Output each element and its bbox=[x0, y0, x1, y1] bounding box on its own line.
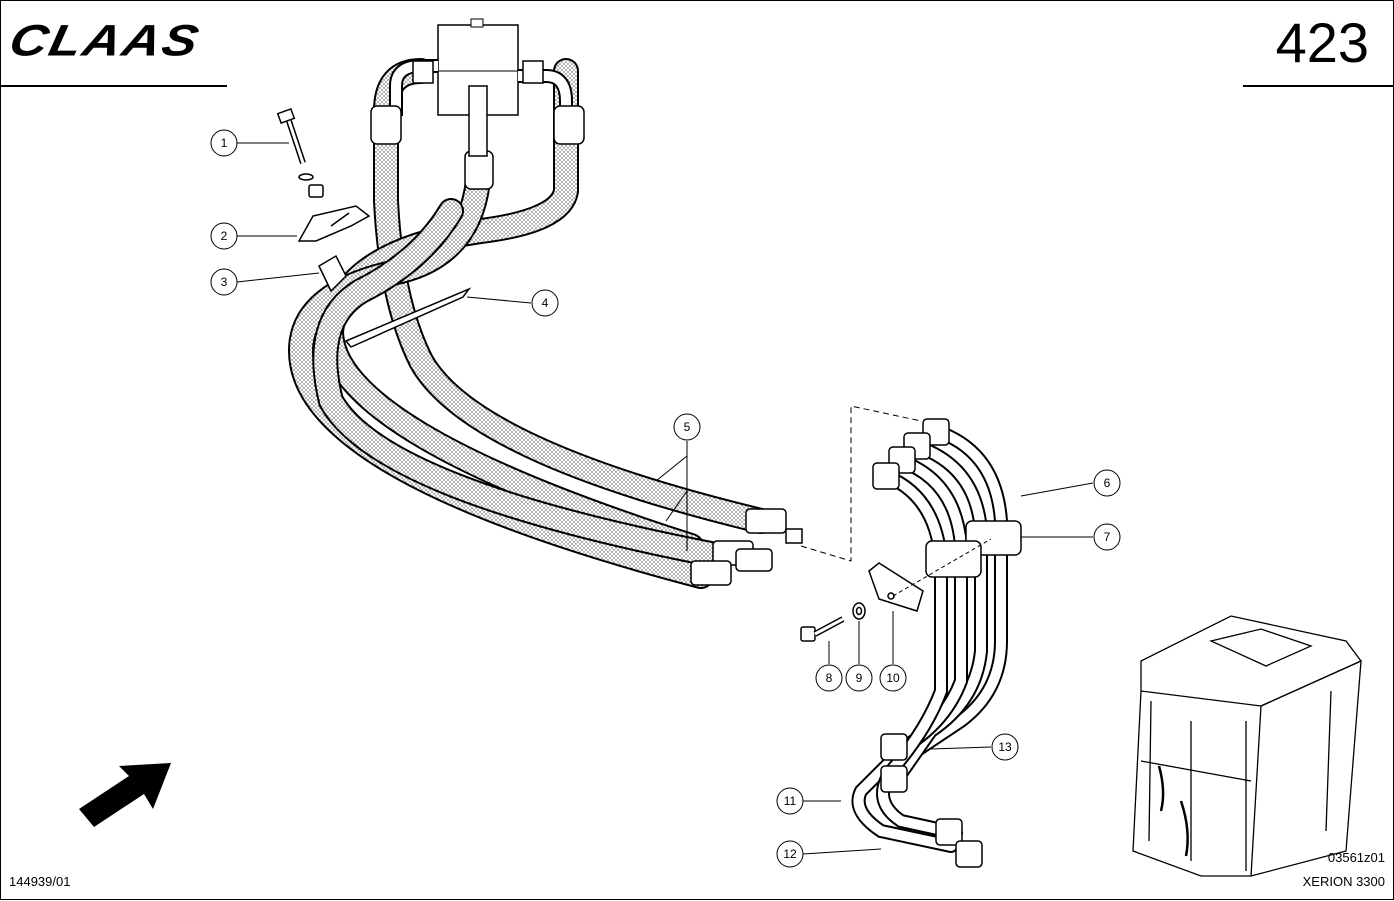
callout-9: 9 bbox=[845, 664, 873, 692]
steel-pipe-assembly bbox=[851, 424, 1008, 853]
callout-12: 12 bbox=[776, 840, 804, 868]
svg-text:3: 3 bbox=[221, 275, 228, 289]
model-name: XERION 3300 bbox=[1302, 874, 1385, 889]
callout-10: 10 bbox=[879, 664, 907, 692]
callout-7: 7 bbox=[1093, 523, 1121, 551]
svg-text:8: 8 bbox=[826, 671, 833, 685]
callout-2: 2 bbox=[210, 222, 238, 250]
document-id: 144939/01 bbox=[9, 874, 71, 889]
part-10-clip bbox=[868, 562, 924, 612]
svg-text:11: 11 bbox=[784, 794, 797, 808]
elbow-fittings bbox=[370, 59, 585, 190]
svg-text:4: 4 bbox=[542, 296, 549, 310]
callout-13: 13 bbox=[991, 733, 1019, 761]
connection-dash bbox=[800, 405, 922, 562]
part-8-bolt bbox=[800, 616, 845, 642]
part-4-strap bbox=[344, 287, 472, 348]
callout-6: 6 bbox=[1093, 469, 1121, 497]
callout-1: 1 bbox=[210, 129, 238, 157]
header-rule-left bbox=[1, 85, 227, 87]
svg-text:6: 6 bbox=[1104, 476, 1111, 490]
page-number: 423 bbox=[1275, 11, 1369, 74]
clip-dash bbox=[892, 538, 992, 597]
part-3-clamp bbox=[318, 254, 347, 293]
callout-4: 4 bbox=[531, 289, 559, 317]
part-7-clamp bbox=[925, 520, 1022, 578]
arrow-icon bbox=[79, 763, 171, 827]
svg-text:7: 7 bbox=[1104, 530, 1111, 544]
svg-text:5: 5 bbox=[684, 420, 691, 434]
svg-text:2: 2 bbox=[221, 229, 228, 243]
leader-lines bbox=[236, 142, 1094, 855]
svg-text:10: 10 bbox=[886, 671, 900, 685]
svg-text:9: 9 bbox=[856, 671, 863, 685]
callout-8: 8 bbox=[815, 664, 843, 692]
svg-text:12: 12 bbox=[783, 847, 797, 861]
callout-11: 11 bbox=[776, 787, 804, 815]
figure-code: 03561z01 bbox=[1327, 850, 1385, 865]
hose-end-fittings bbox=[690, 508, 803, 586]
svg-text:13: 13 bbox=[998, 740, 1012, 754]
part-1-bolt bbox=[276, 107, 324, 198]
callout-5: 5 bbox=[673, 413, 701, 441]
part-2-clamp bbox=[297, 205, 371, 242]
tractor-cab-icon bbox=[1132, 615, 1363, 877]
part-9-washer bbox=[852, 602, 866, 620]
hose-bundle bbox=[287, 58, 774, 589]
callout-3: 3 bbox=[210, 268, 238, 296]
pipe-nuts bbox=[872, 418, 983, 868]
header-rule-right bbox=[1243, 85, 1394, 87]
svg-text:1: 1 bbox=[221, 136, 228, 150]
